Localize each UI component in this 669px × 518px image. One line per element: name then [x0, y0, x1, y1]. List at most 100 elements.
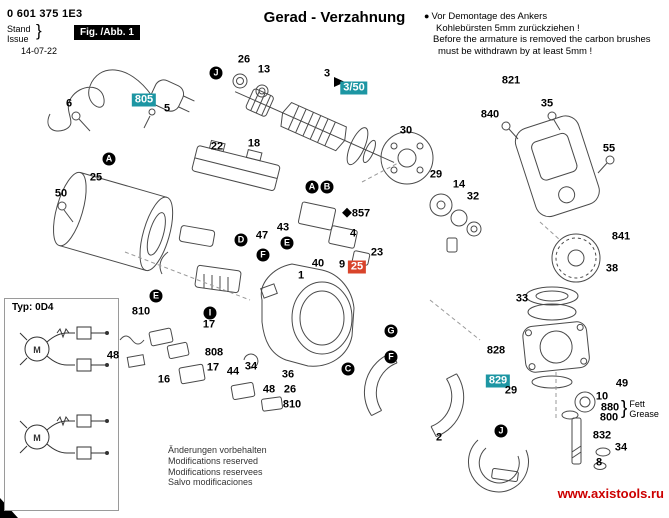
part-callout-47: 47 [255, 229, 269, 242]
part-callout-48: 48 [262, 383, 276, 396]
assembly-letter-F: F [384, 350, 398, 364]
note-line-4: must be withdrawn by at least 5mm ! [438, 45, 593, 57]
grease-lines: Fett Grease [629, 399, 659, 420]
part-callout-50: 50 [54, 187, 68, 200]
part-callout-857: 857 [351, 207, 371, 220]
assembly-letter-J: J [209, 66, 223, 80]
assembly-letter-C: C [341, 362, 355, 376]
field-stator-art [363, 352, 465, 438]
part-callout-17: 17 [202, 318, 216, 331]
notice-line-fr: Modifications reservees [168, 466, 263, 477]
assembly-letter-F: F [256, 248, 270, 262]
notice-line-en: Modifications reserved [168, 455, 259, 466]
part-callout-18: 18 [247, 137, 261, 150]
part-callout-36: 36 [281, 368, 295, 381]
suppressor-art [159, 225, 242, 294]
part-callout-8: 8 [595, 456, 603, 469]
page-title: Gerad - Verzahnung [263, 9, 406, 26]
part-callout-34: 34 [614, 441, 628, 454]
bullet-icon: ● [424, 11, 430, 21]
part-callout-810: 810 [282, 398, 302, 411]
note-line-3: Before the armature is removed the carbo… [433, 34, 651, 46]
part-callout-805[interactable]: 805 [131, 93, 157, 107]
wiring-schematic-1: M [19, 326, 109, 372]
part-callout-26: 26 [237, 53, 251, 66]
part-callout-13: 13 [257, 63, 271, 76]
issue-brace: } [36, 21, 42, 40]
note-line-2: Kohlebürsten 5mm zurückziehen ! [436, 22, 580, 34]
gear-cover-art [514, 115, 600, 218]
part-callout-828: 828 [486, 344, 506, 357]
bearing-880-art [561, 391, 596, 420]
marker-857-art [342, 207, 352, 218]
power-cord-art [47, 69, 195, 132]
part-callout-33: 33 [515, 292, 529, 305]
brush-holder-cluster-art [119, 327, 283, 412]
part-callout-10: 10 [595, 390, 609, 403]
part-callout-43: 43 [276, 221, 290, 234]
part-callout-3: 3 [323, 67, 331, 80]
modifications-notice: Änderungen vorbehalten Modifications res… [168, 445, 267, 488]
cover-screws-art [501, 111, 615, 174]
part-callout-840: 840 [480, 108, 500, 121]
issue-label: Issue [7, 34, 29, 45]
part-callout-49: 49 [615, 377, 629, 390]
crown-gear-art [551, 233, 601, 283]
website-link[interactable]: www.axistools.ru [557, 486, 664, 501]
part-callout-841: 841 [611, 230, 631, 243]
grease-line-en: Grease [629, 409, 659, 419]
assembly-letter-J: J [494, 424, 508, 438]
assembly-letter-A: A [102, 152, 116, 166]
part-callout-829[interactable]: 829 [485, 374, 511, 388]
part-callout-5: 5 [163, 102, 171, 115]
document-part-number: 0 601 375 1E3 [7, 8, 83, 20]
assembly-letter-D: D [234, 233, 248, 247]
screw-top-left-art [71, 108, 156, 132]
part-callout-1: 1 [297, 269, 305, 282]
wiring-type-label: Typ: 0D4 [12, 302, 54, 313]
wiring-schematic-2: M [19, 414, 109, 460]
grease-brace: } [621, 398, 628, 419]
part-callout-22: 22 [210, 140, 224, 153]
assembly-letter-E: E [280, 236, 294, 250]
part-callout-25[interactable]: 25 [347, 260, 367, 274]
part-callout-44: 44 [226, 365, 240, 378]
part-callout-808: 808 [204, 346, 224, 359]
notice-line-es: Salvo modificaciones [168, 477, 253, 488]
assembly-letter-E: E [149, 289, 163, 303]
motor-housing-art [53, 171, 174, 272]
motor-symbol-1: M [33, 345, 41, 355]
part-callout-40: 40 [311, 257, 325, 270]
brush-bracket-art [191, 139, 281, 191]
motor-symbol-2: M [33, 433, 41, 443]
part-callout-30: 30 [399, 124, 413, 137]
notice-line-de: Änderungen vorbehalten [168, 445, 267, 455]
part-callout-55: 55 [602, 142, 616, 155]
part-callout-4: 4 [349, 227, 357, 240]
part-callout-38: 38 [605, 262, 619, 275]
part-callout-23: 23 [370, 246, 384, 259]
gear-housing-art [260, 263, 355, 367]
part-callout-9: 9 [338, 258, 346, 271]
part-callout-35: 35 [540, 97, 554, 110]
arrow-3-art [334, 77, 345, 87]
assembly-letter-A: A [305, 180, 319, 194]
issue-block: Stand Issue } 14-07-22 [7, 21, 57, 56]
screw-50-art [57, 201, 74, 223]
assembly-letter-G: G [384, 324, 398, 338]
part-callout-29: 29 [429, 168, 443, 181]
stand-label: Stand [7, 24, 31, 34]
bearing-flange-art [522, 321, 590, 373]
part-callout-29: 29 [504, 384, 518, 397]
part-callout-25: 25 [89, 171, 103, 184]
spindle-832-art [571, 417, 611, 470]
bearing-rings-art [232, 73, 269, 98]
armature-art [234, 88, 395, 166]
wiring-schematics-art: M M [19, 326, 109, 460]
part-callout-800: 800 [599, 411, 619, 424]
assembly-letter-B: B [320, 180, 334, 194]
part-callout-3-50[interactable]: 3/50 [340, 81, 368, 95]
oring-829-art [531, 375, 573, 389]
